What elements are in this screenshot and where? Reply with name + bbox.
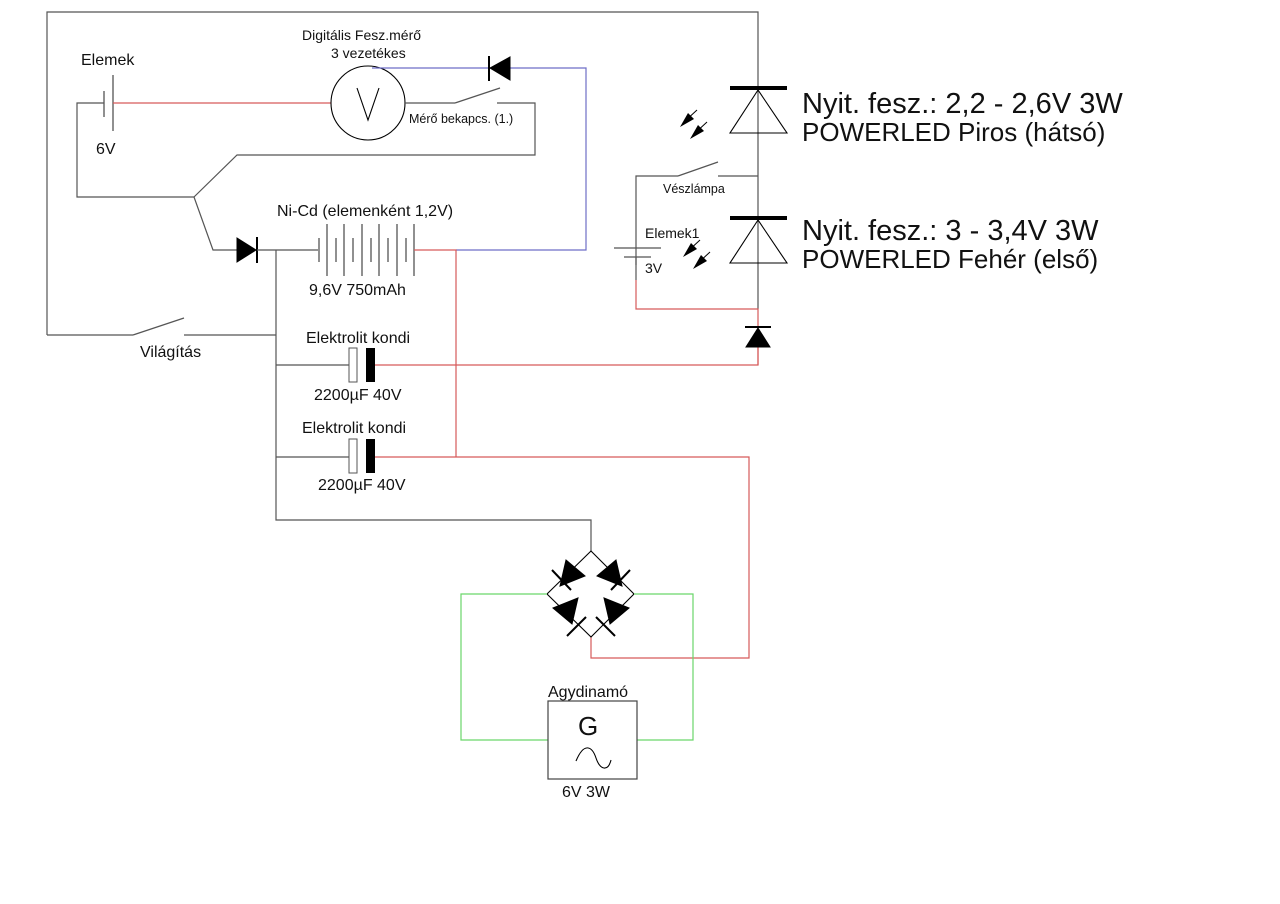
lighting-switch-lever	[132, 317, 185, 336]
led-white-spec: Nyit. fesz.: 3 - 3,4V 3W	[802, 215, 1099, 247]
capacitor-2-label: Elektrolit kondi	[302, 420, 406, 437]
voltmeter-title-2: 3 vezetékes	[331, 45, 406, 61]
generator-label: Agydinamó	[548, 684, 628, 701]
led-white-name: POWERLED Fehér (első)	[802, 244, 1098, 274]
ac-wave-icon	[575, 747, 612, 769]
wire-meter-switch-out	[193, 102, 536, 251]
capacitor-1-value: 2200µF 40V	[314, 387, 402, 404]
nicd-pack-icon	[318, 224, 415, 276]
wire-cap1-pos	[375, 346, 759, 366]
wire-meter-sense	[372, 67, 587, 251]
led-red-icon	[728, 89, 789, 134]
wire-3v-positive	[635, 280, 759, 365]
capacitor-2-plate	[366, 439, 375, 473]
led-red-light-arrows-icon	[680, 109, 708, 139]
led-diode-icon	[745, 327, 771, 348]
wire-6v-left	[76, 102, 194, 198]
bridge-rectifier-outline	[546, 550, 635, 638]
led-white-light-arrows-icon	[683, 239, 711, 269]
battery-3v-value: 3V	[645, 260, 663, 276]
meter-switch-label: Mérő bekapcs. (1.)	[409, 112, 513, 126]
wire-cap2-pos	[375, 456, 750, 659]
led-white-icon	[728, 219, 789, 264]
capacitor-1-icon	[348, 347, 358, 383]
bridge-rectifier-diodes-icon	[551, 559, 631, 637]
generator-symbol: G	[578, 711, 598, 741]
capacitor-1-plate	[366, 348, 375, 382]
generator-value: 6V 3W	[562, 784, 611, 801]
battery-6v-value: 6V	[96, 141, 116, 158]
generator-icon	[547, 700, 638, 780]
battery-6v-label: Elemek	[81, 52, 135, 69]
wire-ground-rail	[275, 250, 592, 551]
nicd-label: Ni-Cd (elemenként 1,2V)	[277, 203, 453, 220]
led-red-spec: Nyit. fesz.: 2,2 - 2,6V 3W	[802, 88, 1123, 120]
wire-ac-left	[460, 593, 548, 741]
emergency-switch-label: Vészlámpa	[663, 182, 725, 196]
voltmeter-icon	[330, 65, 406, 141]
meter-switch-lever	[454, 87, 501, 104]
battery-3v-label: Elemek1	[645, 225, 700, 241]
wire-pack-positive	[414, 249, 457, 457]
capacitor-2-value: 2200µF 40V	[318, 477, 406, 494]
led-red-name: POWERLED Piros (hátsó)	[802, 117, 1105, 147]
meter-diode-icon	[488, 56, 511, 81]
voltmeter-title-1: Digitális Fesz.mérő	[302, 27, 421, 43]
wire-frame	[46, 11, 759, 335]
wire-emergency-switch	[635, 175, 678, 265]
capacitor-1-label: Elektrolit kondi	[306, 330, 410, 347]
lighting-switch-label: Világítás	[140, 344, 201, 361]
wire-ac-right	[634, 593, 694, 741]
capacitor-2-icon	[348, 438, 358, 474]
nicd-value: 9,6V 750mAh	[309, 282, 406, 299]
charge-diode-icon	[236, 237, 257, 263]
emergency-switch-lever	[677, 161, 719, 177]
voltmeter-v-glyph	[356, 87, 380, 122]
